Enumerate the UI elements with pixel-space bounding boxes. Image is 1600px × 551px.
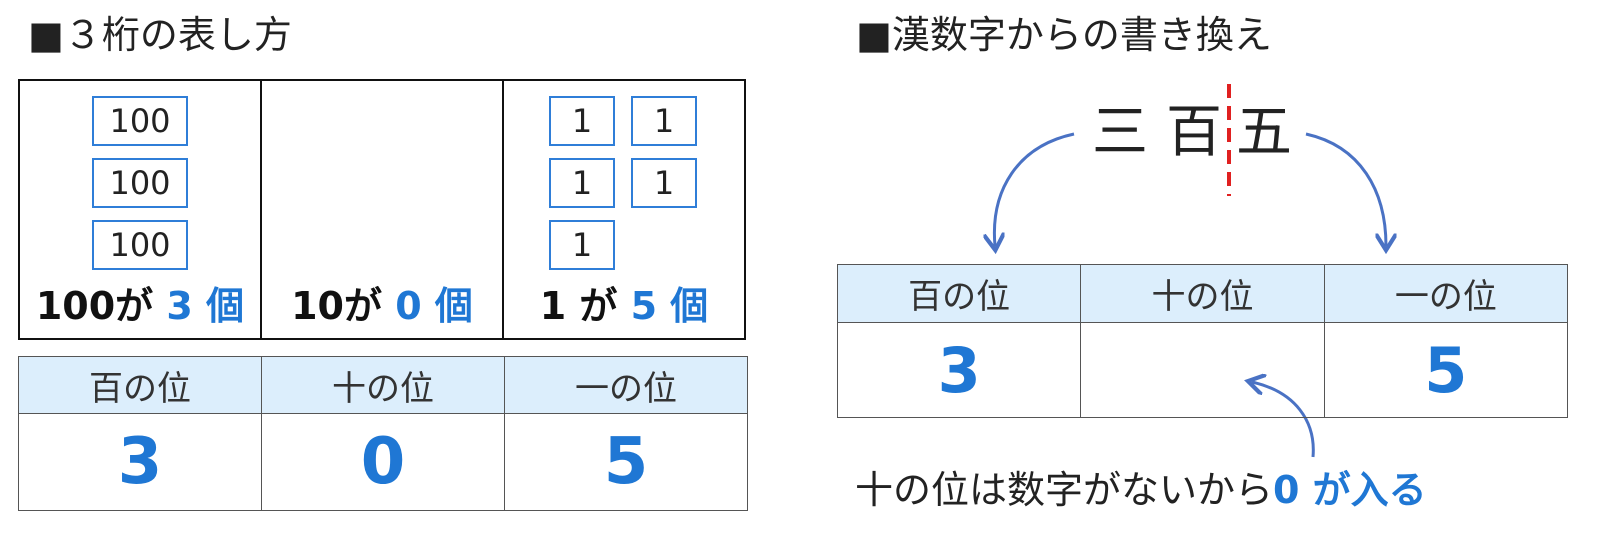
kanji-third: 五 — [1236, 100, 1292, 165]
header-hundreds: 百の位 — [836, 264, 1082, 323]
note-highlight: 0 が入る — [1273, 468, 1427, 512]
arrow-to-ones — [1305, 132, 1386, 246]
tens-count-label: 10が 0 個 — [262, 275, 502, 330]
count-prefix: 10が — [291, 284, 382, 328]
card-1: 1 — [549, 220, 615, 270]
count-prefix: 100が — [35, 284, 154, 328]
hundreds-count-label: 100が 3 個 — [20, 275, 260, 330]
card-100: 100 — [92, 220, 188, 270]
card-1: 1 — [631, 158, 697, 208]
kanji-first: 三 — [1092, 100, 1148, 165]
tens-place-note: 十の位は数字がないから0 が入る — [855, 459, 1427, 514]
card-1: 1 — [631, 96, 697, 146]
count-number: 0 — [395, 284, 422, 328]
ones-count-label: 1 が 5 個 — [504, 275, 744, 330]
blocks-table: 100 100 100 100が 3 個 10が 0 個 1 1 1 1 1 1… — [18, 79, 746, 340]
count-unit: 個 — [434, 284, 473, 328]
value-tens — [1080, 322, 1325, 418]
value-tens: 0 — [261, 413, 505, 511]
left-section-title: ■３桁の表し方 — [28, 13, 292, 57]
header-hundreds: 百の位 — [18, 356, 262, 414]
header-tens: 十の位 — [261, 356, 505, 414]
right-section-title: ■漢数字からの書き換え — [856, 13, 1272, 57]
header-tens: 十の位 — [1080, 264, 1325, 323]
count-number: 3 — [166, 284, 193, 328]
value-ones: 5 — [504, 413, 748, 511]
value-ones: 5 — [1323, 322, 1569, 418]
value-hundreds: 3 — [836, 322, 1082, 418]
header-ones: 一の位 — [1323, 264, 1569, 323]
value-hundreds: 3 — [18, 413, 262, 511]
card-100: 100 — [92, 158, 188, 208]
left-place-value-table: 百の位 十の位 一の位 3 0 5 — [18, 356, 748, 511]
hundreds-block-cell: 100 100 100 100が 3 個 — [20, 81, 262, 338]
kanji-second: 百 — [1166, 100, 1222, 165]
tens-block-cell: 10が 0 個 — [262, 81, 504, 338]
card-1: 1 — [549, 158, 615, 208]
count-unit: 個 — [670, 284, 709, 328]
ones-block-cell: 1 1 1 1 1 1 が 5 個 — [504, 81, 744, 338]
count-prefix: 1 が — [539, 284, 618, 328]
count-number: 5 — [630, 284, 658, 328]
note-text: 十の位は数字がないから — [855, 468, 1274, 512]
right-place-value-table: 百の位 十の位 一の位 3 5 — [836, 264, 1569, 418]
arrow-to-hundreds — [994, 132, 1075, 246]
card-1: 1 — [549, 96, 615, 146]
card-100: 100 — [92, 96, 188, 146]
header-ones: 一の位 — [504, 356, 748, 414]
count-unit: 個 — [206, 284, 245, 328]
